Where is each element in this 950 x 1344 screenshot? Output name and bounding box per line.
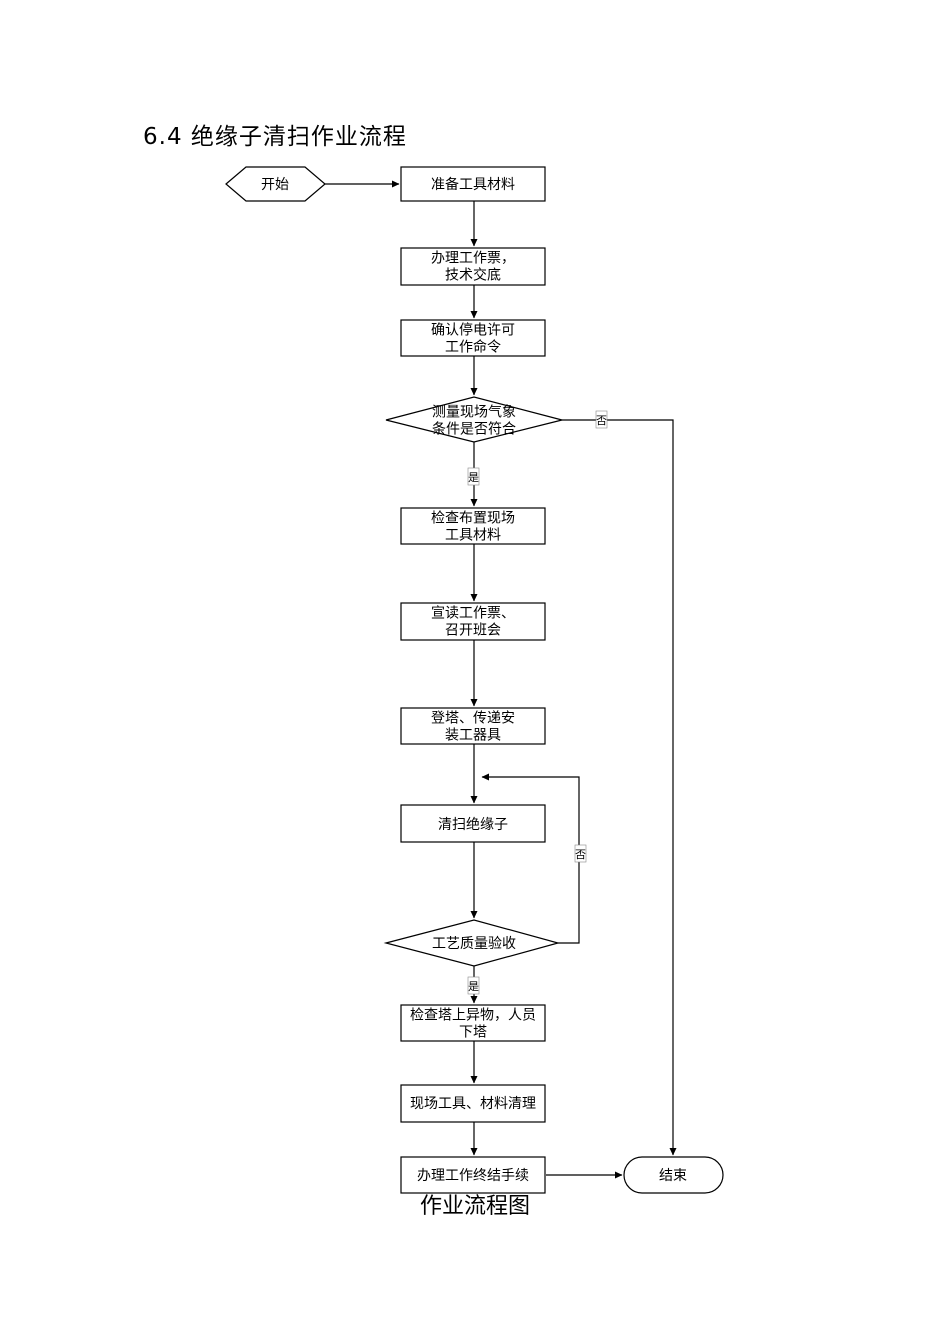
diagram-caption: 作业流程图	[420, 1194, 530, 1219]
quality-no-label-box	[574, 844, 587, 863]
meeting-label-line-1: 宣读工作票、	[431, 605, 515, 622]
weather-decision-node	[385, 396, 563, 443]
quality-label-line-1: 工艺质量验收	[432, 936, 516, 952]
inspect-label-line-2: 下塔	[459, 1025, 487, 1041]
meeting-node	[400, 602, 546, 641]
weather-label-line-2: 条件是否符合	[432, 421, 516, 438]
ticket-node	[400, 247, 546, 286]
ticket-label-line-1: 办理工作票，	[431, 251, 515, 267]
clean-node	[400, 804, 546, 843]
check-site-node	[400, 507, 546, 545]
finish-node	[400, 1156, 546, 1194]
confirm-node	[400, 319, 546, 357]
weather-yes-label-box	[467, 467, 480, 486]
check-site-label-line-1: 检查布置现场	[431, 511, 515, 527]
ticket-label-line-2: 技术交底	[445, 267, 501, 284]
weather-label-line-1: 测量现场气象	[432, 405, 516, 421]
climb-label-line-1: 登塔、传递安	[431, 711, 515, 727]
climb-node	[400, 707, 546, 745]
check-site-label-line-2: 工具材料	[445, 528, 501, 544]
tidy-node	[400, 1084, 546, 1123]
edge-quality-no-loop	[481, 773, 580, 944]
finish-label-line-1: 办理工作终结手续	[417, 1167, 529, 1184]
end-label-line-1: 结束	[659, 1168, 687, 1184]
prepare-node	[400, 166, 546, 202]
weather-no-label: 否	[596, 414, 607, 427]
meeting-label-line-2: 召开班会	[445, 623, 501, 639]
weather-yes-label: 是	[468, 471, 479, 484]
confirm-label-line-2: 工作命令	[445, 339, 501, 356]
section-title: 6.4 绝缘子清扫作业流程	[143, 124, 407, 150]
quality-yes-label: 是	[468, 980, 479, 993]
quality-no-label: 否	[575, 848, 586, 861]
inspect-node	[400, 1004, 546, 1042]
tidy-label-line-1: 现场工具、材料清理	[410, 1096, 536, 1112]
start-node	[225, 166, 326, 202]
confirm-label-line-1: 确认停电许可	[431, 322, 515, 339]
clean-label-line-1: 清扫绝缘子	[438, 817, 508, 833]
start-label-line-1: 开始	[261, 177, 289, 193]
end-node	[623, 1156, 724, 1194]
prepare-label-line-1: 准备工具材料	[431, 176, 515, 193]
inspect-label-line-1: 检查塔上异物，人员	[410, 1008, 536, 1024]
climb-label-line-2: 装工器具	[445, 728, 501, 744]
quality-decision-node	[383, 919, 561, 967]
weather-no-label-box	[595, 410, 608, 429]
quality-yes-label-box	[467, 976, 480, 995]
